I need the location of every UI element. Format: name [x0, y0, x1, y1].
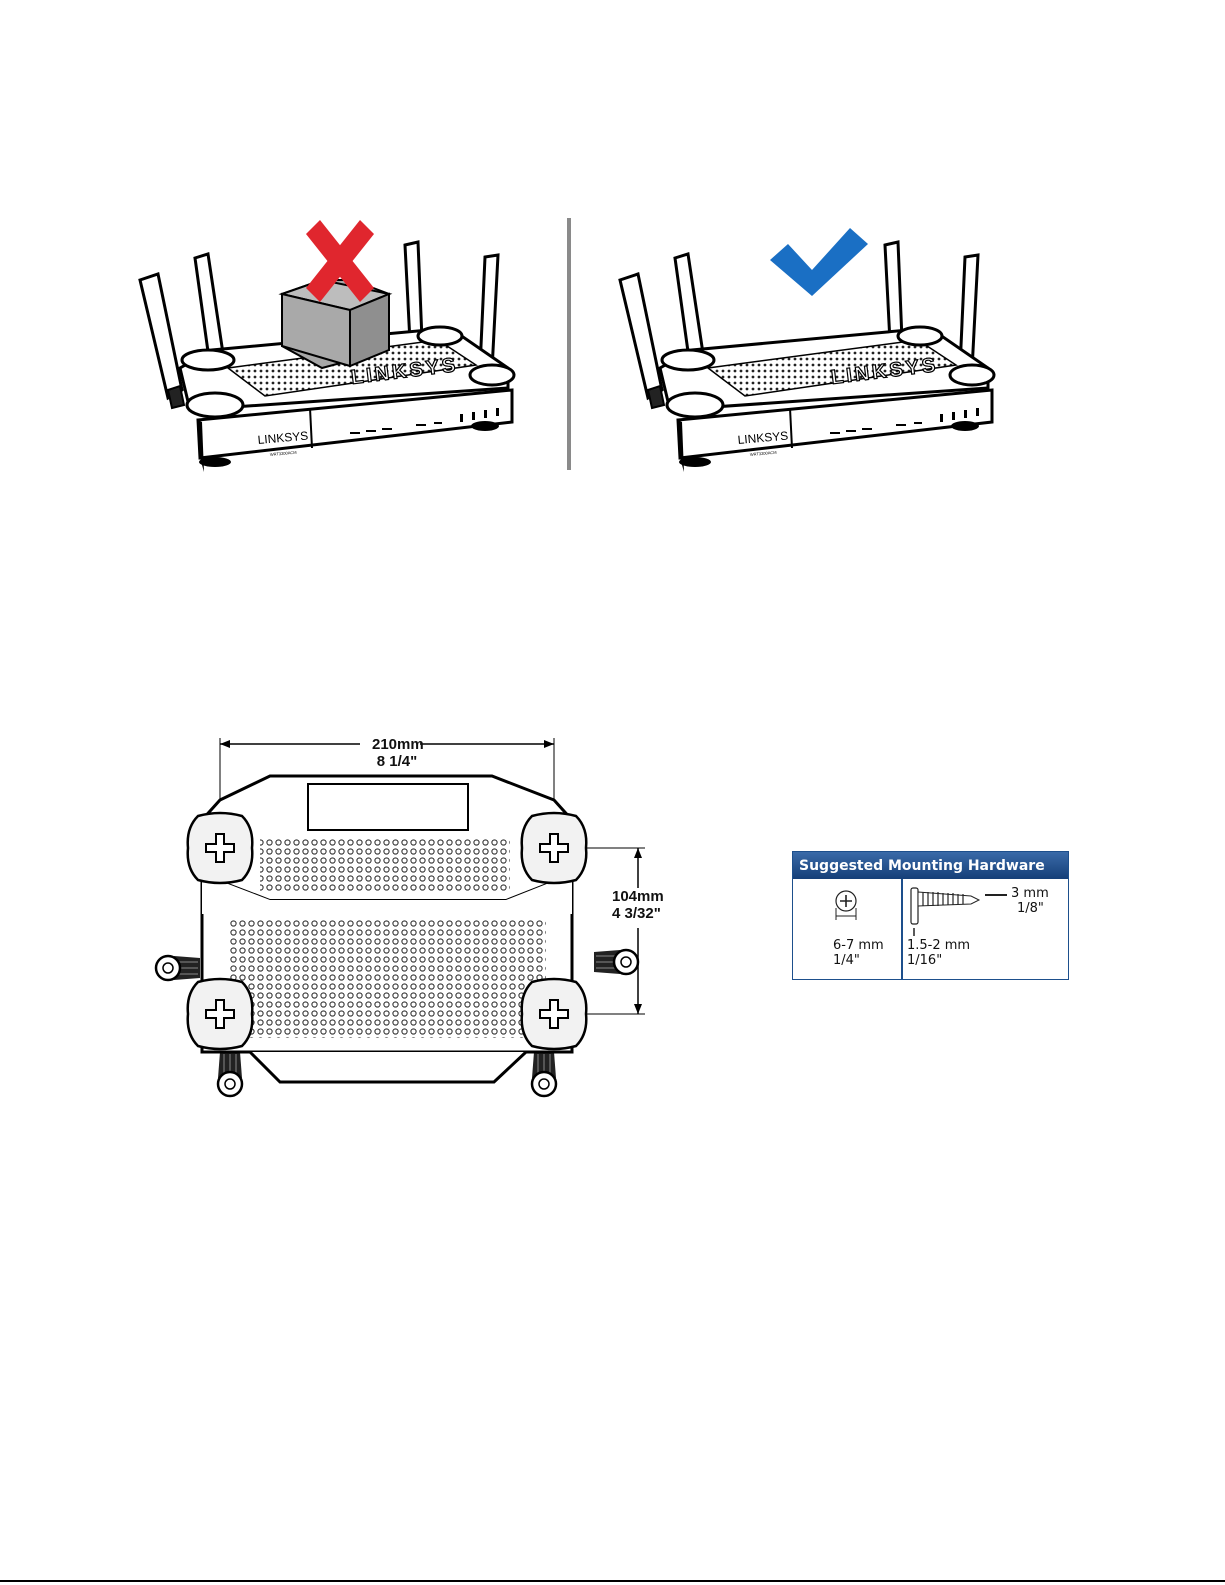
- height-in: 4 3/32": [612, 905, 692, 922]
- thread-mm: 3 mm: [1011, 886, 1049, 901]
- mount-keyhole-bottom-right: [522, 979, 587, 1049]
- shank-in: 1/16": [907, 953, 970, 968]
- screw-side-icon: [907, 884, 997, 936]
- page-bottom-rule: [0, 1580, 1225, 1582]
- placement-illustration: LINKSYS LINKSYS WRT3200ACM LINKSYS LINKS…: [0, 200, 1225, 500]
- divider-line: [567, 218, 571, 470]
- head-size: 6-7 mm 1/4": [833, 938, 884, 968]
- mount-keyhole-top-right: [522, 813, 587, 883]
- width-label: 210mm 8 1/4": [372, 736, 422, 770]
- width-in: 8 1/4": [372, 753, 422, 770]
- router-model-label: WRT3200ACM: [270, 450, 297, 457]
- thread-size: 3 mm 1/8": [1011, 886, 1049, 916]
- screw-head-icon: [829, 888, 863, 924]
- height-label: 104mm 4 3/32": [612, 888, 692, 922]
- hardware-table-title: Suggested Mounting Hardware: [799, 858, 1045, 874]
- box-on-router: [282, 280, 389, 368]
- mount-keyhole-bottom-left: [188, 979, 253, 1049]
- width-mm: 210mm: [372, 736, 422, 753]
- mounting-hardware-table: Suggested Mounting Hardware 6-7 mm 1/4" …: [792, 851, 1069, 980]
- shank-size: 1.5-2 mm 1/16": [907, 938, 970, 968]
- hardware-table-header: Suggested Mounting Hardware: [793, 852, 1068, 879]
- thread-in: 1/8": [1011, 901, 1049, 916]
- correct-mark-icon: [770, 228, 868, 296]
- head-mm: 6-7 mm: [833, 938, 884, 953]
- shank-mm: 1.5-2 mm: [907, 938, 970, 953]
- mounting-diagram: [130, 730, 690, 1120]
- head-in: 1/4": [833, 953, 884, 968]
- mount-keyhole-top-left: [188, 813, 253, 883]
- router-model-label: WRT3200ACM: [750, 450, 777, 457]
- height-mm: 104mm: [612, 888, 692, 905]
